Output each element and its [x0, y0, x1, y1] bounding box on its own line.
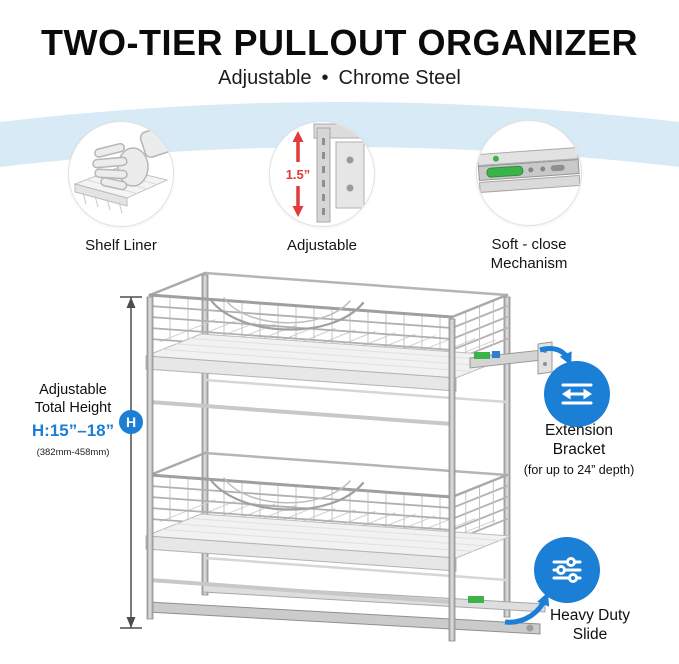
product-illustration [145, 271, 553, 642]
soft-close-bottom-green [468, 596, 484, 603]
heavy-duty-slide-label: Heavy Duty Slide [520, 606, 660, 644]
slide-label-line1: Heavy Duty [549, 607, 631, 624]
shelf-liner-photo [68, 121, 174, 227]
top-shelf-front-rail [145, 355, 457, 392]
frame-post-front-right [448, 318, 456, 642]
height-marker-badge [119, 410, 143, 434]
adjustable-label: Adjustable [286, 237, 358, 254]
height-annotation: Adjustable Total Height H:15”–18” (382mm… [18, 381, 128, 462]
height-label-line2: Total Height [34, 400, 112, 416]
heavy-duty-slide-badge [534, 537, 600, 603]
soft-close-damper-green [474, 352, 490, 359]
page-title: TWO-TIER PULLOUT ORGANIZER [41, 22, 638, 63]
top-basket [145, 271, 512, 426]
slide-pointer-arrow [504, 592, 550, 625]
height-value: H:15”–18” [31, 421, 115, 440]
adjust-measurement: 1.5” [286, 167, 311, 182]
height-label-line1: Adjustable [39, 382, 107, 398]
soft-close-label-line1: Soft - close [491, 236, 567, 253]
bottom-basket [145, 451, 512, 604]
height-dimension-line: H [119, 296, 143, 629]
soft-close-label-line2: Mechanism [490, 255, 568, 272]
adjust-arrows [292, 131, 304, 217]
subtitle: Adjustable • Chrome Steel [218, 67, 461, 89]
extension-note: (for up to 24” depth) [523, 463, 635, 477]
extension-bracket-arm [469, 341, 553, 375]
adjustable-icon: 1.5” [286, 123, 365, 223]
heavy-duty-slide-icon [552, 557, 582, 583]
frame-post-back-right [503, 296, 511, 618]
extension-label-line2: Bracket [552, 441, 606, 458]
soft-close-icon [477, 147, 581, 193]
extension-bracket-badge [544, 361, 610, 427]
height-marker-letter: H [126, 414, 136, 430]
slide-clip-blue [492, 351, 500, 358]
feature-soft-close: Soft - close Mechanism [469, 120, 589, 273]
feature-adjustable: 1.5” Adjustable [262, 121, 382, 255]
soft-close-green-damper [486, 165, 524, 178]
frame-post-back-left [201, 274, 209, 596]
adjustable-photo: 1.5” [269, 121, 375, 227]
extension-bracket-icon [561, 383, 593, 405]
soft-close-photo [476, 120, 582, 226]
slide-label-line2: Slide [572, 626, 608, 643]
extension-label-line1: Extension [544, 422, 614, 439]
height-metric: (382mm-458mm) [36, 447, 110, 458]
bottom-shelf-front-rail [145, 535, 457, 572]
extension-bracket-label: Extension Bracket (for up to 24” depth) [496, 421, 662, 480]
shelf-liner-label: Shelf Liner [85, 237, 157, 254]
rail-roller [526, 624, 534, 632]
frame-post-front-left [146, 296, 154, 620]
shelf-liner-icon [73, 123, 173, 214]
extension-pointer-arrow [539, 345, 572, 366]
feature-shelf-liner: Shelf Liner [61, 121, 181, 255]
